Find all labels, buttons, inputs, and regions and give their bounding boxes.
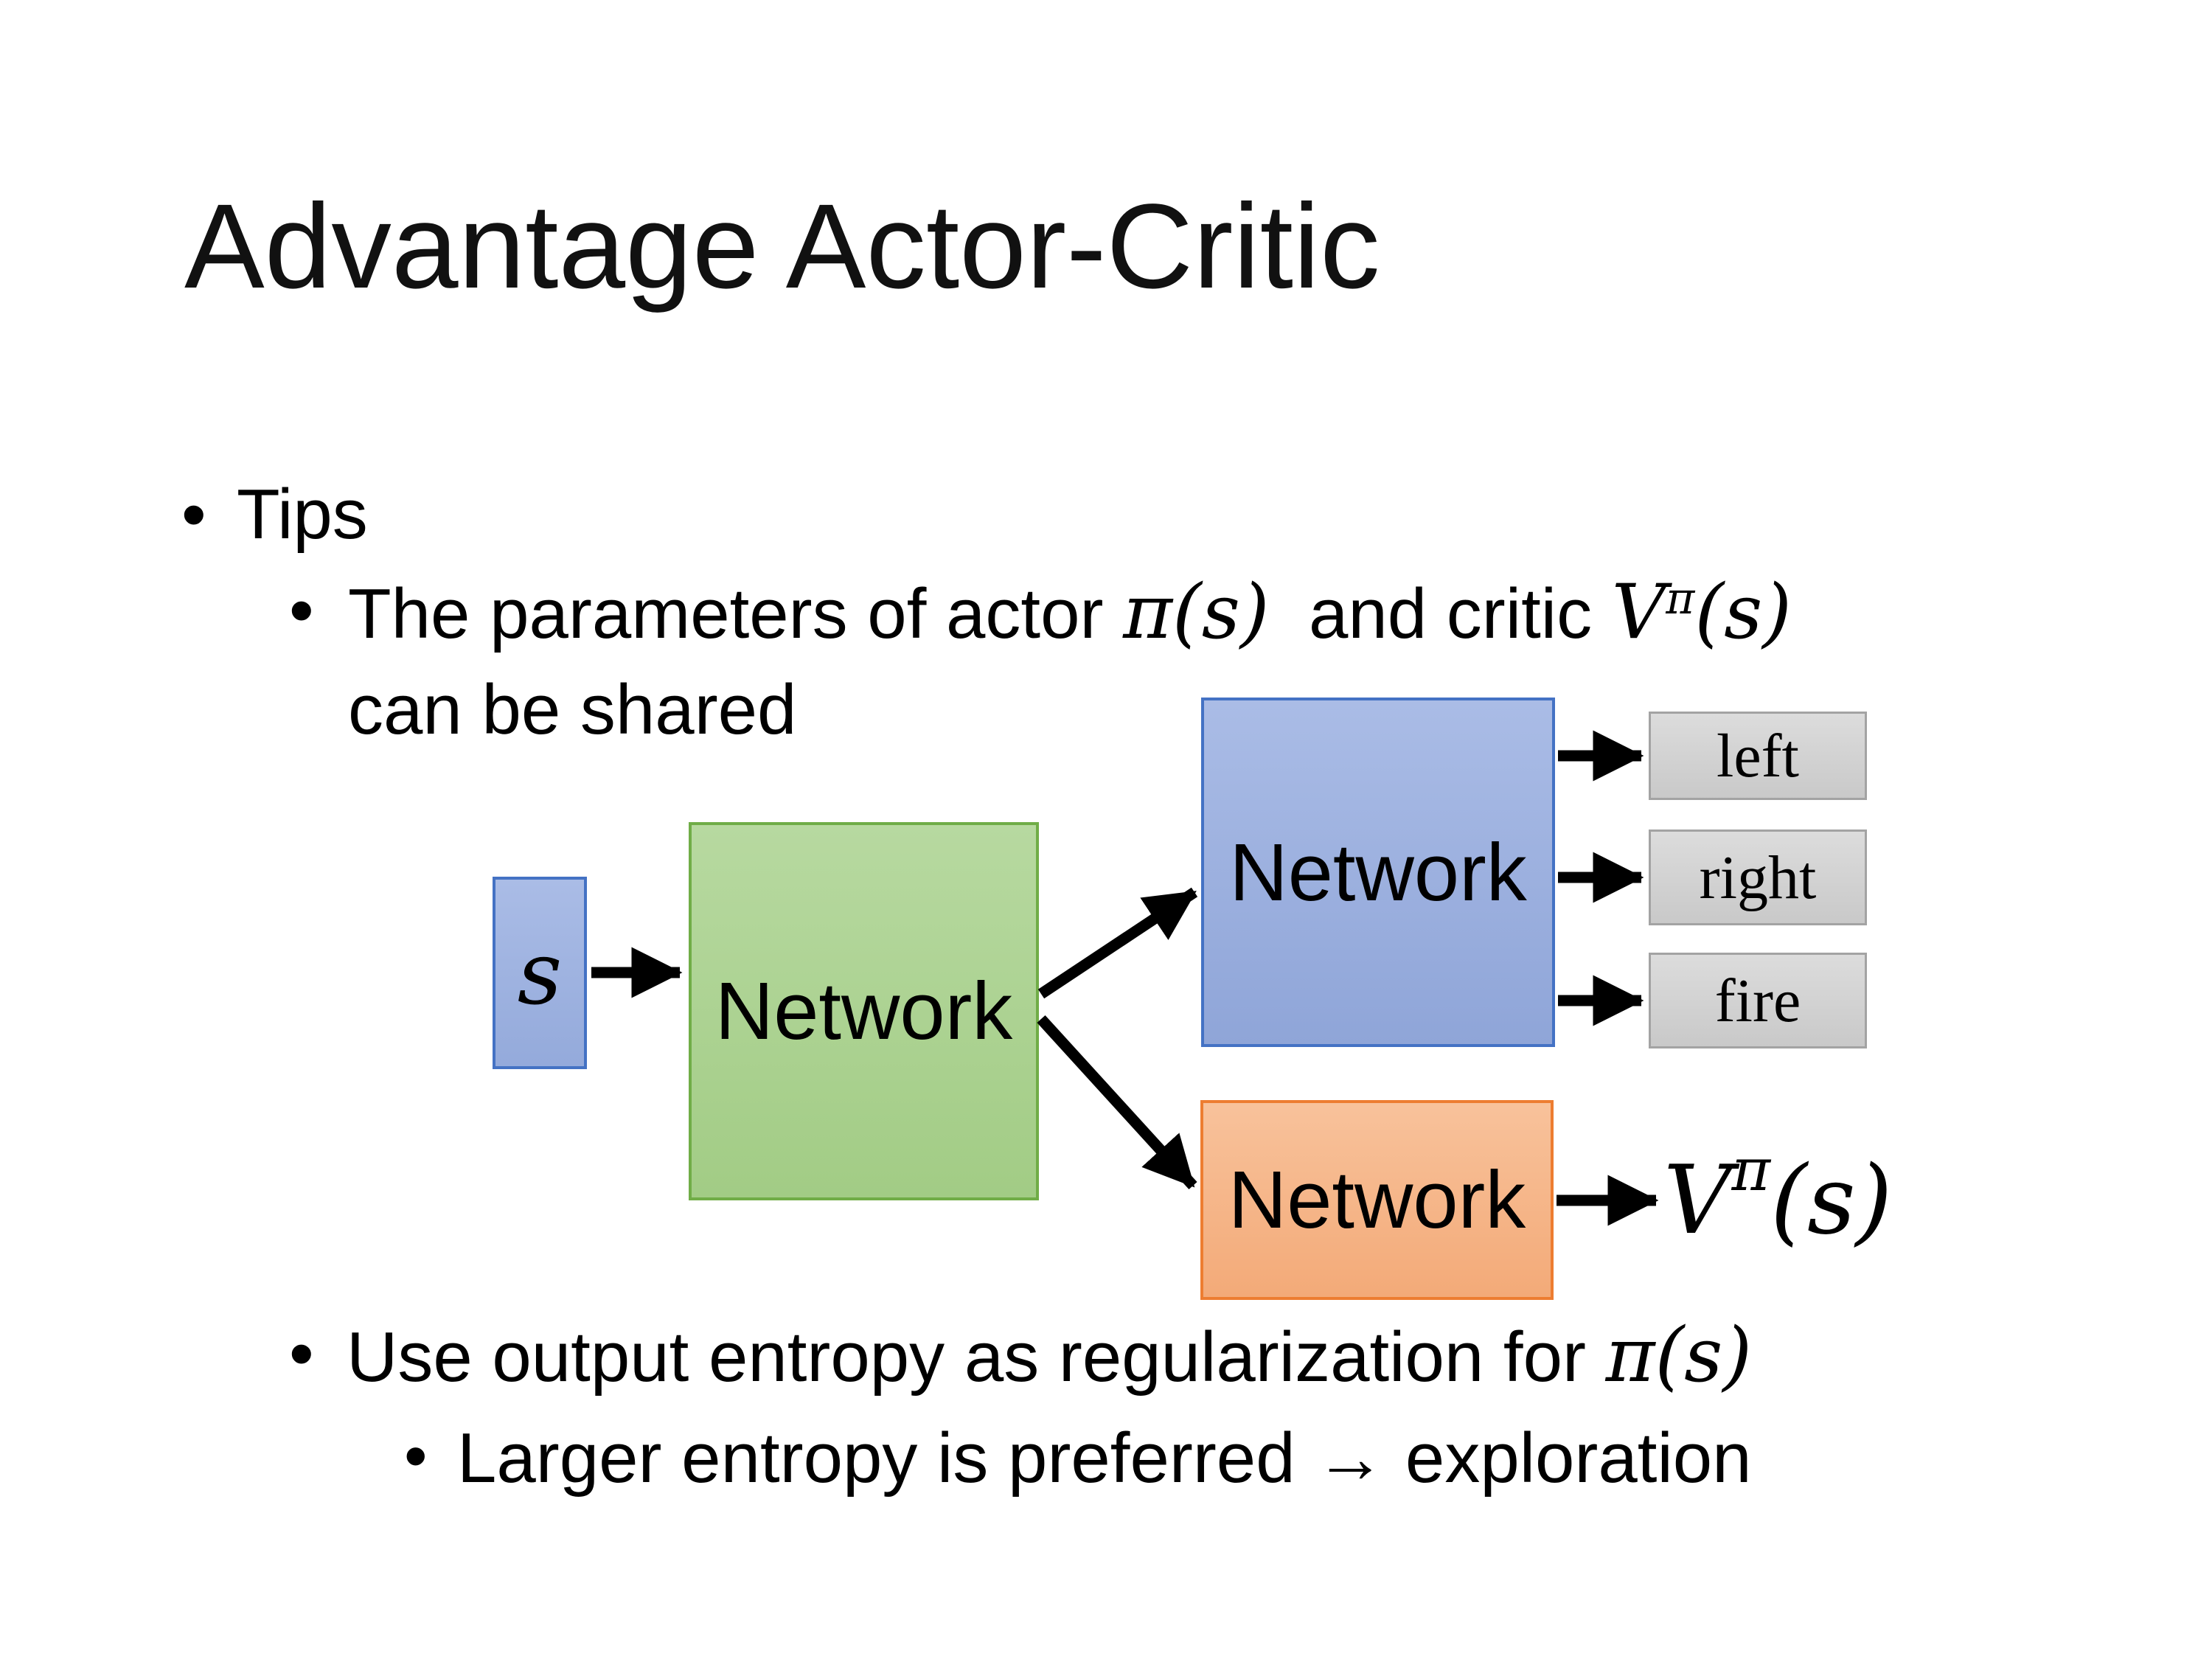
entropy-line: Use output entropy as regularization for…	[347, 1318, 1752, 1394]
state-input-box: s	[493, 877, 587, 1069]
critic-value-superscript: π	[1666, 574, 1695, 625]
action-label-left: left	[1717, 721, 1799, 790]
exploration-line: Larger entropy is preferred → exploratio…	[457, 1419, 1752, 1498]
shared-params-line2: can be shared	[348, 670, 797, 749]
page-title: Advantage Actor-Critic	[184, 178, 1380, 313]
bullet-dot: •	[289, 571, 314, 650]
action-box-fire: fire	[1649, 953, 1867, 1048]
critic-value-base: V	[1611, 568, 1666, 655]
critic-output-superscript: π	[1731, 1135, 1771, 1204]
action-box-right: right	[1649, 830, 1867, 925]
critic-output-args: (s)	[1770, 1145, 1893, 1256]
critic-value-args: (s)	[1694, 568, 1792, 655]
arrow-shared-to-critic	[1037, 1015, 1197, 1190]
action-box-left: left	[1649, 712, 1867, 800]
actor-policy-math: π(s)	[1123, 568, 1270, 655]
shared-network-box: Network	[689, 822, 1039, 1200]
bullet-dot: •	[404, 1419, 428, 1493]
entropy-policy-math: π(s)	[1605, 1312, 1753, 1399]
state-label: s	[517, 922, 563, 1024]
arrow-shared-to-actor	[1037, 887, 1198, 999]
bullet-dot: •	[181, 475, 206, 554]
tips-label: Tips	[237, 475, 368, 554]
actor-network-label: Network	[1229, 827, 1527, 918]
bullet-dot: •	[289, 1314, 314, 1393]
entropy-text-pre: Use output entropy as regularization for	[347, 1318, 1606, 1397]
shared-params-text-pre: The parameters of actor	[348, 574, 1124, 653]
action-label-right: right	[1699, 843, 1817, 912]
shared-network-label: Network	[714, 966, 1013, 1057]
critic-network-label: Network	[1228, 1155, 1526, 1245]
critic-output-base: V	[1663, 1145, 1732, 1256]
actor-network-box: Network	[1201, 698, 1555, 1047]
action-label-fire: fire	[1714, 966, 1801, 1035]
critic-network-box: Network	[1200, 1100, 1554, 1300]
shared-params-text-mid: and critic	[1269, 574, 1612, 653]
shared-params-line: The parameters of actor π(s) and critic …	[348, 574, 1792, 653]
